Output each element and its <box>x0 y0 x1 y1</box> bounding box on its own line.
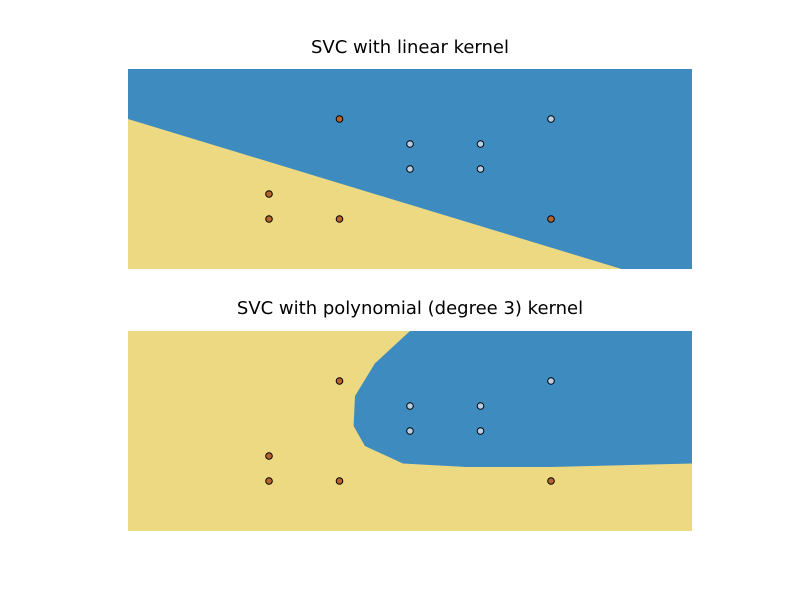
data-point-class-0 <box>476 165 485 173</box>
data-point-class-0 <box>476 402 485 410</box>
data-point-class-0 <box>406 165 414 173</box>
data-point-class-1 <box>265 190 273 198</box>
data-point-class-0 <box>406 140 414 148</box>
data-point-class-0 <box>406 427 414 435</box>
polynomial-kernel-panel: SVC with polynomial (degree 3) kernel <box>128 298 692 531</box>
plot-area <box>128 331 692 531</box>
plot-area <box>128 69 692 269</box>
data-point-class-0 <box>547 115 555 123</box>
data-point-class-1 <box>335 115 344 123</box>
data-point-class-1 <box>547 477 555 485</box>
data-point-class-1 <box>335 215 344 223</box>
data-point-class-0 <box>406 402 414 410</box>
linear-kernel-panel: SVC with linear kernel <box>128 37 692 269</box>
chart-title: SVC with polynomial (degree 3) kernel <box>237 298 583 319</box>
data-point-class-1 <box>335 477 344 485</box>
data-point-class-1 <box>265 452 273 460</box>
chart-title: SVC with linear kernel <box>311 37 509 58</box>
data-point-class-1 <box>265 215 273 223</box>
data-point-class-0 <box>476 140 485 148</box>
data-point-class-1 <box>265 477 273 485</box>
data-point-class-1 <box>547 215 555 223</box>
data-point-class-0 <box>476 427 485 435</box>
data-point-class-0 <box>547 377 555 385</box>
data-point-class-1 <box>335 377 344 385</box>
decision-region-class-1 <box>128 119 622 269</box>
